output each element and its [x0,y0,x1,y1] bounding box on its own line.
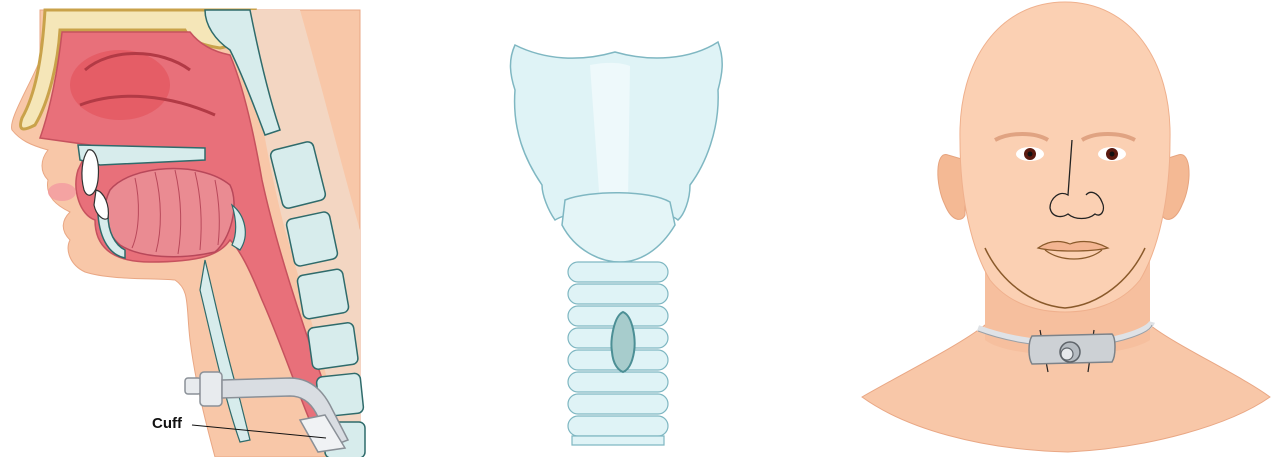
upper-lip [1038,242,1108,252]
lips [48,183,76,201]
tracheal-ring [568,394,668,414]
tracheal-ring [568,262,668,282]
trachea-bottom [572,436,664,445]
tongue [105,169,234,257]
cuff-label: Cuff [152,415,183,432]
vertebra-3 [297,268,350,319]
tube-connector [200,372,222,406]
vertebra-4 [307,322,358,370]
left-pupil [1028,152,1033,157]
upper-tooth [82,150,99,195]
tracheal-ring [568,284,668,304]
larynx-panel [510,42,722,445]
sagittal-section-panel: Cuff [12,10,365,457]
head [960,2,1170,312]
tracheostomy-stoma [611,312,634,372]
tracheal-ring [568,416,668,436]
cricoid-cartilage [562,193,675,262]
right-pupil [1110,152,1115,157]
tube-flange [185,378,201,394]
patient-panel [862,2,1270,452]
tracheostomy-opening-inner [1061,348,1073,360]
nasal-highlight [70,50,170,120]
tracheal-ring [568,372,668,392]
vertebra-2 [285,211,338,267]
